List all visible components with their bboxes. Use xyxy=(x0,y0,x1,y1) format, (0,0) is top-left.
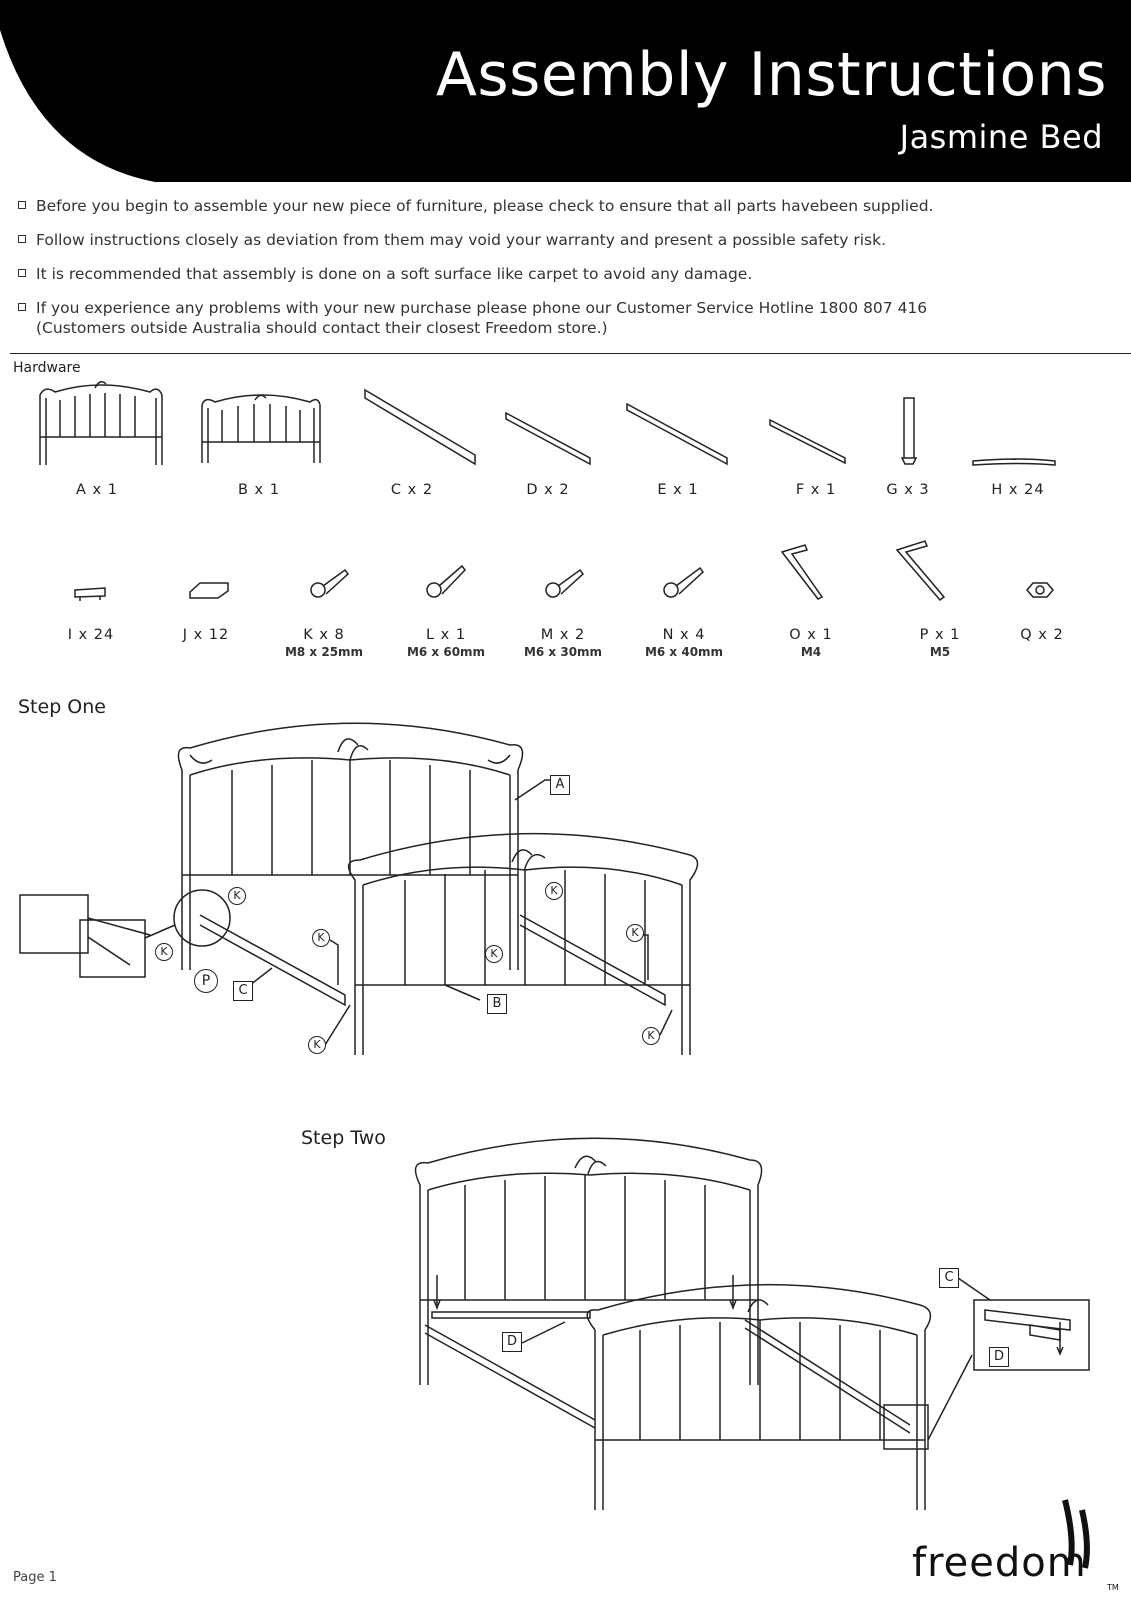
part-label: Q x 2 xyxy=(1020,627,1064,643)
part-o-allen-key-icon xyxy=(780,544,824,600)
brand-logo: freedom xyxy=(912,1540,1087,1586)
part-h-slat-icon xyxy=(972,458,1056,466)
section-divider xyxy=(10,353,1131,354)
page-title: Assembly Instructions xyxy=(435,40,1107,110)
part-m-bolt-icon xyxy=(545,568,585,598)
callout-c: C xyxy=(939,1268,959,1288)
part-l-bolt-icon xyxy=(426,564,466,598)
part-p-allen-key-icon xyxy=(895,540,946,602)
callout-k: K xyxy=(228,887,246,905)
callout-c: C xyxy=(233,981,253,1001)
part-c-rail-icon xyxy=(364,388,476,466)
callout-a: A xyxy=(550,775,570,795)
part-a-headboard-icon xyxy=(39,381,163,465)
bullet-icon xyxy=(18,303,26,311)
note-text: If you experience any problems with your… xyxy=(36,299,928,337)
callout-k: K xyxy=(312,929,330,947)
bullet-icon xyxy=(18,235,26,243)
bullet-icon xyxy=(18,201,26,209)
step-two-diagram xyxy=(414,1137,1090,1510)
part-d-rail-icon xyxy=(505,411,591,466)
note-item: Follow instructions closely as deviation… xyxy=(18,230,1108,250)
part-label: H x 24 xyxy=(991,482,1045,498)
part-label: G x 3 xyxy=(886,482,930,498)
part-label: F x 1 xyxy=(795,482,837,498)
part-q-nut-icon xyxy=(1026,582,1054,598)
callout-k: K xyxy=(626,924,644,942)
callout-d: D xyxy=(502,1332,522,1352)
part-label: D x 2 xyxy=(526,482,570,498)
hardware-illustrations xyxy=(39,381,1056,602)
page-number: Page 1 xyxy=(13,1570,57,1585)
bullet-icon xyxy=(18,269,26,277)
part-f-rail-icon xyxy=(769,418,846,465)
step-two-title: Step Two xyxy=(301,1127,386,1149)
part-i-cap-icon xyxy=(74,587,106,601)
part-label: I x 24 xyxy=(67,627,115,643)
step-one-diagram xyxy=(19,722,699,1055)
callout-k: K xyxy=(308,1036,326,1054)
part-g-leg-icon xyxy=(900,397,918,465)
part-label: C x 2 xyxy=(390,482,434,498)
part-label: A x 1 xyxy=(76,482,118,498)
callout-k: K xyxy=(485,945,503,963)
part-label: B x 1 xyxy=(238,482,280,498)
part-label: E x 1 xyxy=(657,482,699,498)
callout-p: P xyxy=(194,969,218,993)
part-e-rail-icon xyxy=(626,402,728,466)
callout-d: D xyxy=(989,1347,1009,1367)
callout-k: K xyxy=(642,1027,660,1045)
callout-b: B xyxy=(487,994,507,1014)
note-text: It is recommended that assembly is done … xyxy=(36,265,753,283)
trademark: TM xyxy=(1107,1583,1119,1592)
part-label: J x 12 xyxy=(182,627,230,643)
instruction-notes: Before you begin to assemble your new pi… xyxy=(18,196,1108,352)
note-item: It is recommended that assembly is done … xyxy=(18,264,1108,284)
part-b-footboard-icon xyxy=(201,394,321,463)
callout-k: K xyxy=(155,943,173,961)
header-banner: Assembly Instructions Jasmine Bed xyxy=(0,0,1131,182)
product-name: Jasmine Bed xyxy=(899,118,1103,156)
part-k-bolt-icon xyxy=(310,568,350,598)
hardware-label: Hardware xyxy=(13,360,81,376)
header-shape xyxy=(0,0,1131,182)
part-j-block-icon xyxy=(189,582,229,599)
note-text: Follow instructions closely as deviation… xyxy=(36,231,887,249)
part-n-bolt-icon xyxy=(663,566,705,598)
note-item: Before you begin to assemble your new pi… xyxy=(18,196,1108,216)
note-item: If you experience any problems with your… xyxy=(18,298,996,338)
callout-k: K xyxy=(545,882,563,900)
step-one-title: Step One xyxy=(18,696,106,718)
note-text: Before you begin to assemble your new pi… xyxy=(36,197,934,215)
